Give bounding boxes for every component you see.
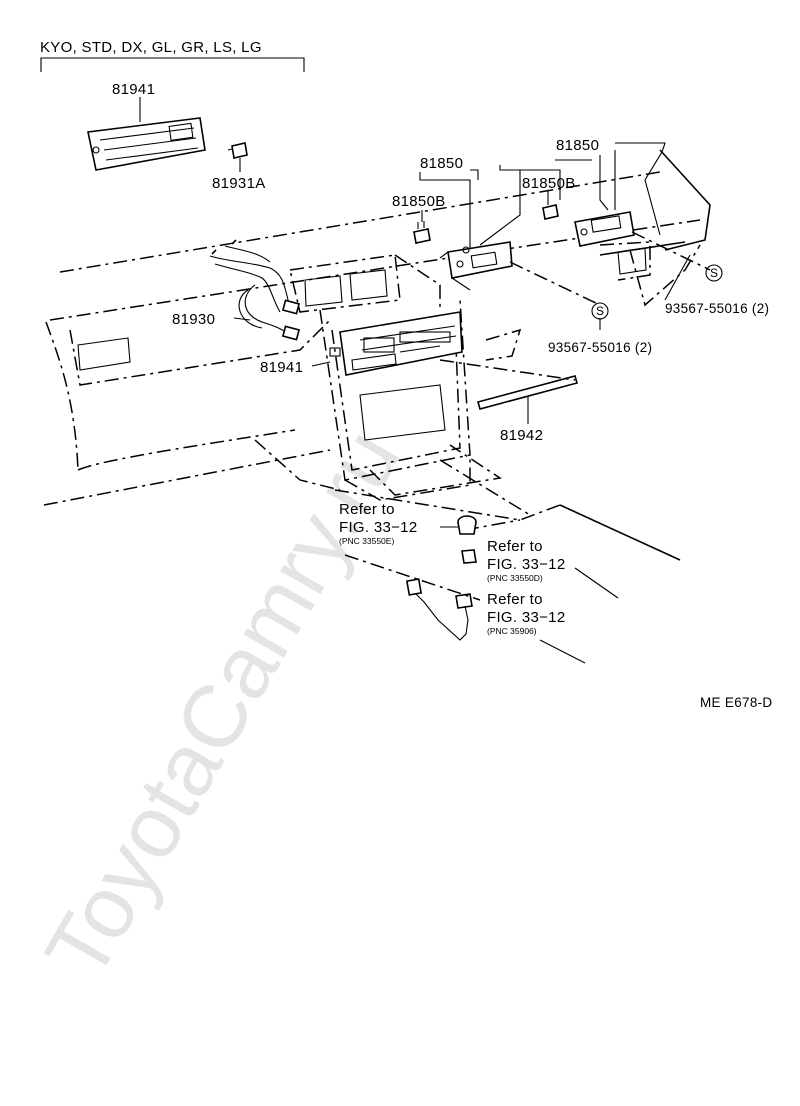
label-81931A: 81931A — [212, 175, 266, 192]
svg-text:Refer to: Refer to — [487, 591, 543, 608]
variant-bracket — [40, 57, 305, 72]
svg-text:Refer to: Refer to — [487, 538, 543, 555]
drawing-code: ME E678-D — [700, 695, 772, 710]
label-81942: 81942 — [500, 427, 543, 444]
inset-control-unit — [87, 117, 206, 171]
switch-33550D-icon — [461, 549, 477, 564]
label-81941: 81941 — [260, 359, 303, 376]
ref-leaders — [344, 526, 619, 664]
screw-symbol-left: S — [591, 302, 609, 320]
label-screw-left: 93567-55016 (2) — [548, 340, 652, 355]
label-81850B-left: 81850B — [392, 193, 446, 210]
label-screw-right: 93567-55016 (2) — [665, 301, 769, 316]
svg-text:S: S — [596, 304, 604, 318]
clip-81850B-left-icon — [413, 221, 431, 244]
label-81850B-right: 81850B — [522, 175, 576, 192]
svg-text:Refer to: Refer to — [339, 501, 395, 518]
screw-dashes — [509, 231, 711, 330]
label-81850-right: 81850 — [556, 137, 599, 154]
svg-text:(PNC 35906): (PNC 35906) — [487, 626, 537, 636]
label-81930: 81930 — [172, 311, 215, 328]
clip-81850B-right-icon — [542, 198, 559, 220]
variant-header: KYO, STD, DX, GL, GR, LS, LG — [40, 39, 262, 56]
wiring-81930 — [209, 239, 301, 341]
svg-text:FIG. 33−12: FIG. 33−12 — [487, 556, 565, 573]
center-console — [289, 254, 681, 561]
svg-text:(PNC 33550E): (PNC 33550E) — [339, 536, 394, 546]
svg-text:FIG. 33−12: FIG. 33−12 — [487, 609, 565, 626]
control-panel-81941 — [329, 311, 463, 376]
leader-81941 — [311, 361, 331, 367]
ref-block-2: Refer to FIG. 33−12 (PNC 33550D) — [487, 538, 565, 583]
label-81850-left: 81850 — [420, 155, 463, 172]
leader-81930 — [233, 317, 251, 321]
switch-35906-icon — [405, 578, 473, 641]
leaders-81850 — [419, 142, 666, 248]
svg-text:S: S — [710, 266, 718, 280]
switch-unit-left-81850 — [439, 241, 513, 291]
svg-text:(PNC 33550D): (PNC 33550D) — [487, 573, 543, 583]
svg-text:FIG. 33−12: FIG. 33−12 — [339, 519, 417, 536]
screw-symbol-right: S — [705, 264, 723, 282]
part-81931A-icon — [227, 142, 248, 159]
ref-block-1: Refer to FIG. 33−12 (PNC 33550E) — [339, 501, 417, 546]
trim-strip-81942 — [439, 359, 578, 410]
switch-33550E-icon — [457, 515, 477, 535]
label-top-81941: 81941 — [112, 81, 155, 98]
ref-block-3: Refer to FIG. 33−12 (PNC 35906) — [487, 591, 565, 636]
switch-unit-right-81850 — [574, 211, 635, 247]
